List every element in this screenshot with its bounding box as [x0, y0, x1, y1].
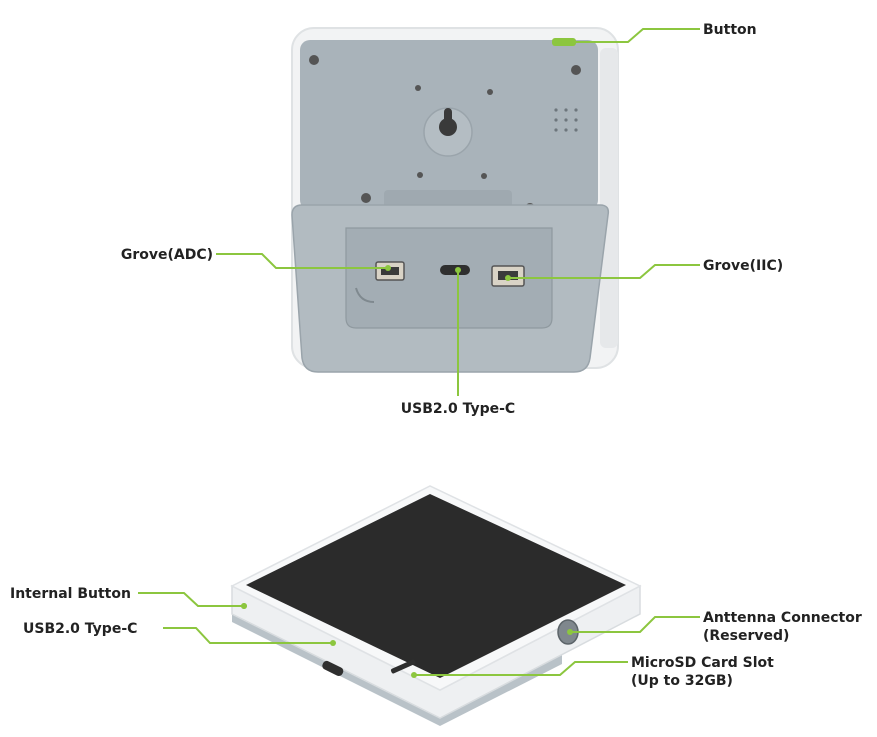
screw-hole: [571, 65, 581, 75]
screw-hole: [417, 172, 423, 178]
label-usb-back: USB2.0 Type-C: [401, 401, 515, 417]
callout-grove-adc: [216, 253, 388, 269]
callout-internal-button: [138, 592, 244, 607]
callout-grove-iic: [508, 264, 700, 279]
speaker-grille: [554, 108, 578, 132]
label-antenna-line1: Anttenna Connector: [703, 610, 862, 626]
callout-button: [564, 28, 700, 43]
callout-antenna: [570, 616, 700, 633]
usb-c-port-bottom: [322, 660, 344, 676]
port-recess: [345, 227, 553, 329]
screw-hole: [361, 193, 371, 203]
device-front-view: [230, 485, 642, 726]
housing-side: [600, 48, 618, 348]
callout-lines: [138, 28, 700, 676]
label-usb-bottom: USB2.0 Type-C: [23, 621, 137, 637]
callout-dots: [241, 39, 573, 678]
screw-hole: [481, 173, 487, 179]
label-antenna-line2: (Reserved): [703, 628, 789, 644]
screw-hole: [487, 89, 493, 95]
microsd-slot: [390, 659, 416, 674]
device-screen: [246, 494, 626, 678]
label-internal-button: Internal Button: [10, 586, 131, 602]
callout-sd: [414, 661, 628, 676]
label-sd-line2: (Up to 32GB): [631, 673, 733, 689]
callout-usb-bottom: [163, 627, 333, 644]
keyhole-slot: [444, 108, 452, 128]
grove-adc-socket: [381, 267, 399, 275]
screw-hole: [309, 55, 319, 65]
label-button: Button: [703, 22, 757, 38]
screw-hole: [415, 85, 421, 91]
stand-hinge-mark: [355, 287, 375, 303]
label-sd-line1: MicroSD Card Slot: [631, 655, 774, 671]
label-grove-adc: Grove(ADC): [121, 247, 213, 263]
label-grove-iic: Grove(IIC): [703, 258, 783, 274]
device-back-view: [291, 27, 619, 373]
